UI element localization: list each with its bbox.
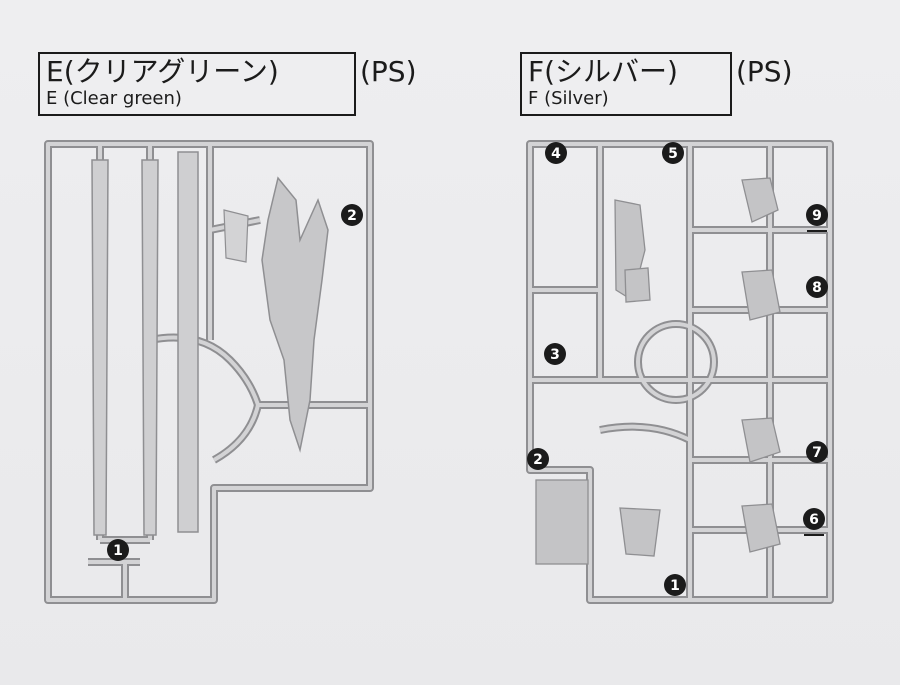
badge-f-3-label: 3 xyxy=(550,347,560,363)
badge-f-1: 1 xyxy=(664,574,686,596)
sprue-f-parts xyxy=(535,177,781,565)
sprue-f-diagram xyxy=(526,140,834,604)
badge-f-8-label: 8 xyxy=(812,280,822,296)
badge-f-6: 6 xyxy=(803,508,825,536)
badge-f-7: 7 xyxy=(806,441,828,463)
sprue-e-subtitle: E (Clear green) xyxy=(46,88,182,109)
badge-f-5: 5 xyxy=(662,142,684,164)
badge-f-4-label: 4 xyxy=(551,146,561,162)
sprue-f-title: F(シルバー) xyxy=(528,55,678,88)
sprue-f-subtitle: F (Silver) xyxy=(528,88,609,109)
badge-f-5-label: 5 xyxy=(668,146,678,162)
badge-f-4: 4 xyxy=(545,142,567,164)
badge-f-8: 8 xyxy=(806,276,828,298)
sprue-f-material: (PS) xyxy=(736,55,793,88)
sprue-f-title-box: F(シルバー) F (Silver) xyxy=(520,52,732,116)
badge-e-2-label: 2 xyxy=(347,208,357,224)
badge-f-9-label: 9 xyxy=(812,208,822,224)
sprue-e-material: (PS) xyxy=(360,55,417,88)
sprue-e-title: E(クリアグリーン) xyxy=(46,55,279,88)
badge-f-9: 9 xyxy=(806,204,828,232)
badge-f-2: 2 xyxy=(527,448,549,470)
sprue-e-wing-part xyxy=(261,176,329,453)
badge-f-1-label: 1 xyxy=(670,578,680,594)
sprue-e-rods xyxy=(91,151,199,536)
badge-e-1-label: 1 xyxy=(113,543,123,559)
sprue-f-frame-fill xyxy=(528,142,832,602)
sprue-e-diagram xyxy=(44,140,374,604)
badge-e-2: 2 xyxy=(341,204,363,226)
badge-e-1: 1 xyxy=(107,539,129,561)
badge-f-3: 3 xyxy=(544,343,566,365)
badge-f-7-label: 7 xyxy=(812,445,822,461)
badge-f-2-label: 2 xyxy=(533,452,543,468)
badge-f-6-label: 6 xyxy=(809,512,819,528)
sprue-e-small-part xyxy=(223,209,249,263)
sprue-e-title-box: E(クリアグリーン) E (Clear green) xyxy=(38,52,356,116)
